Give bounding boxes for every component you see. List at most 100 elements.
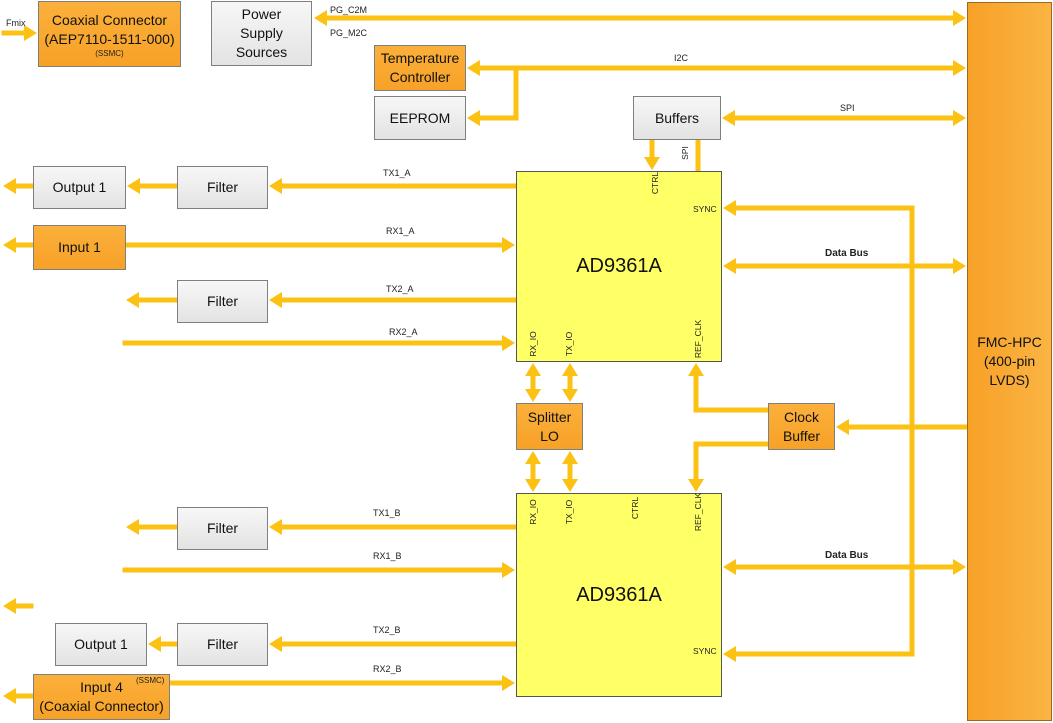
rx-io-top-link-start-arrowhead [525,363,541,376]
buffers-label: Buffers [654,109,700,126]
output1-to-left-arrowhead [3,178,16,194]
ref-clk-top-pin: REF_CLK [693,319,703,359]
splitter-label-line1: Splitter [527,408,572,425]
tx-io-bottom-pin: TX_IO [564,499,574,525]
coaxial-connector-top: Coaxial Connector (AEP7110-1511-000) (SS… [38,1,181,67]
ad9361a-bottom-label: AD9361A [576,583,662,606]
data-bus-top-start-arrowhead [723,258,736,274]
input1-label: Input 1 [58,239,101,255]
fmc-label-line3: LVDS) [989,372,1030,388]
fmix-label: Fmix [6,18,26,28]
spi-bus-end-arrowhead [953,110,966,126]
tx-io-top-link-start-arrowhead [562,363,578,376]
pg-bus-start-arrowhead [314,10,327,26]
ctrl-bottom-pin: CTRL [630,496,640,520]
rx2-a-label: RX2_A [389,327,418,337]
rx1-b-line-arrowhead [502,562,515,578]
filter1-to-output1-arrowhead [127,178,140,194]
fmix-line-arrowhead [24,25,37,41]
eeprom-label: EEPROM [389,109,451,126]
temperature-label-line1: Temperature [380,50,460,66]
tx-io-bottom-link-end-arrowhead [562,479,578,492]
filter-tx2-a: Filter [177,280,268,323]
spi-label: SPI [840,103,855,113]
spi-pin: SPI [680,146,690,160]
tx2-b-label: TX2_B [373,625,401,635]
filter3-to-left-arrowhead [126,519,139,535]
sync-loop-bottom-arrowhead [723,646,736,662]
tx2-a-line-arrowhead [269,292,282,308]
rx1-a-label: RX1_A [386,226,415,236]
tx1-b-line-arrowhead [269,519,282,535]
ad9361a-top: AD9361A [516,171,722,362]
pg-bus-end-arrowhead [953,10,966,26]
ref-clk-bottom-pin: REF_CLK [693,492,703,532]
data-bus-bottom-end-arrowhead [953,559,966,575]
power-label-line3: Sources [235,44,288,60]
tx-io-top-link-end-arrowhead [562,389,578,402]
data-bus-top-label: Data Bus [825,248,869,259]
rx1-a-line-arrowhead [502,237,515,253]
output1-bottom-label: Output 1 [74,636,128,652]
clock-buffer-down-v-arrowhead [688,479,704,492]
rx-io-bottom-link-end-arrowhead [525,479,541,492]
filter-tx2-b-label: Filter [206,636,239,652]
i2c-label: I2C [674,53,689,63]
filter-tx2-a-label: Filter [206,293,239,309]
buffers-to-ctrl-arrowhead [644,157,660,170]
sync-bottom-pin: SYNC [693,646,717,656]
pg-c2m-label: PG_C2M [330,5,368,15]
rx-io-top-link-end-arrowhead [525,389,541,402]
rx2-b-line-arrowhead [502,675,515,691]
buffers: Buffers [633,96,721,140]
data-bus-bottom-start-arrowhead [723,559,736,575]
clock-buffer-label-line2: Buffer [782,427,821,444]
stub-left-arrow-arrowhead [3,598,16,614]
fmc-label-line1: FMC-HPC [977,334,1042,350]
tx1-b-label: TX1_B [373,508,401,518]
tx-io-bottom-link-start-arrowhead [562,451,578,464]
rx-io-top-pin: RX_IO [528,331,538,357]
clock-buffer-label-line1: Clock [783,408,819,425]
eeprom-feed-arrowhead [467,110,480,126]
input1-to-left-arrowhead [3,237,16,253]
tx2-a-label: TX2_A [386,284,414,294]
temperature-label-line2: Controller [389,69,451,85]
output1-top-label: Output 1 [52,179,107,195]
splitter-label-line2: LO [540,427,559,444]
filter-tx1-a: Filter [177,166,268,209]
fmc-label-line2: (400-pin [983,353,1036,369]
rx2-a-line-arrowhead [502,335,515,351]
eeprom: EEPROM [374,96,466,140]
input4-coaxial-connector: Input 4 (Coaxial Connector) [33,674,170,720]
fmc-to-clock-buffer-arrowhead [836,419,849,435]
input4-sublabel: (Coaxial Connector) [39,698,164,714]
input4-ssmc-note: (SSMC) [136,676,165,685]
ctrl-top-pin: CTRL [650,171,660,195]
data-bus-bottom-label: Data Bus [825,550,869,561]
power-supply-sources: Power Supply Sources [211,1,312,66]
input1: Input 1 [33,225,126,270]
rx1-b-label: RX1_B [373,551,402,561]
i2c-bus-start-arrowhead [467,60,480,76]
input4-label: Input 4 [80,679,123,695]
output1-top: Output 1 [33,166,126,209]
spi-bus-start-arrowhead [722,110,735,126]
temperature-controller: Temperature Controller [374,45,466,91]
data-bus-top-end-arrowhead [953,258,966,274]
coaxial-connector-label: Coaxial Connector [51,11,168,28]
power-label-line2: Supply [240,25,283,41]
filter-tx1-b-label: Filter [206,520,239,536]
sync-top-pin: SYNC [693,204,717,214]
output1-bottom: Output 1 [55,623,147,666]
tx2-b-line-arrowhead [269,636,282,652]
splitter-lo: Splitter LO [516,403,583,450]
rx-io-bottom-pin: RX_IO [528,499,538,525]
filter-tx1-b: Filter [177,507,268,550]
rx2-b-label: RX2_B [373,664,402,674]
rx-io-bottom-link-start-arrowhead [525,451,541,464]
ad9361a-top-label: AD9361A [576,255,662,277]
tx1-a-line-arrowhead [269,178,282,194]
filter-tx1-a-label: Filter [206,179,239,195]
